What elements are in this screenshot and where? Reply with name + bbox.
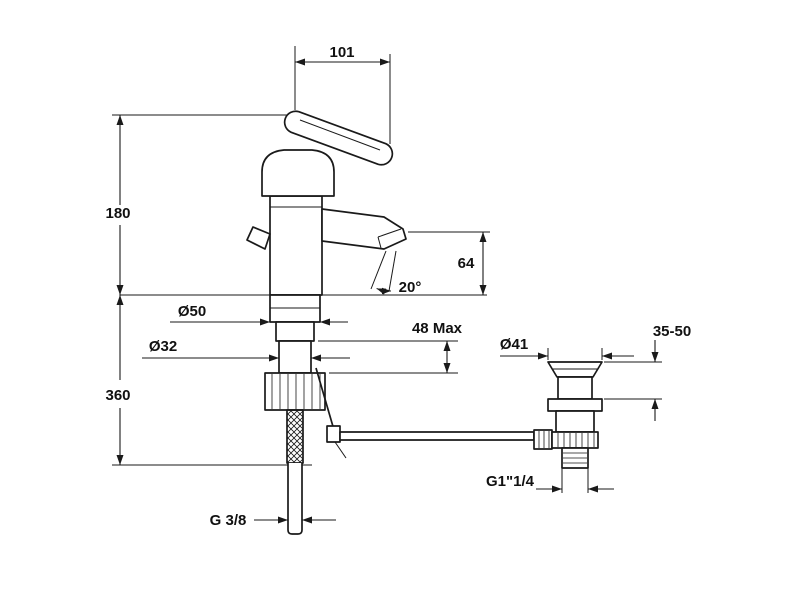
arc-arrow-right [382, 287, 391, 295]
popup-linkage [315, 367, 535, 459]
braided-stud [286, 409, 304, 464]
mounting-nut [264, 372, 326, 411]
nut-knurl-lines [271, 374, 321, 409]
drain-locknut [551, 431, 599, 449]
dim-label-waste-deck-thickness: 35-50 [653, 323, 691, 340]
horizontal-rod [339, 431, 535, 441]
dim-label-shank-diameter: Ø32 [149, 338, 177, 355]
tailpiece-thread-lines [563, 452, 587, 464]
dim-label-deck-thickness-max: 48 Max [412, 320, 463, 337]
rod-clamp [326, 425, 341, 443]
dim-label-waste-flange-diameter: Ø41 [500, 336, 528, 353]
locknut-knurl-lines [557, 433, 595, 447]
dim-label-base-diameter: Ø50 [178, 303, 206, 320]
dim-label-supply-thread: G 3/8 [210, 512, 247, 529]
tab-knurl-lines [538, 431, 550, 448]
base-gasket [275, 321, 315, 342]
popup-knob [246, 226, 271, 250]
faucet-body [269, 195, 323, 296]
popup-rod-diagonal [315, 367, 335, 431]
spout [321, 208, 407, 250]
dim-label-height-above-deck: 180 [105, 205, 130, 222]
threaded-shank [278, 340, 312, 374]
drain-outline [533, 361, 603, 469]
drain-body [555, 410, 595, 433]
faucet-outline [246, 110, 407, 535]
dim-label-waste-thread: G1"1/4 [486, 473, 535, 490]
dim-label-spout-projection: 101 [329, 44, 354, 61]
supply-hose [287, 463, 303, 535]
cartridge-dome [261, 149, 335, 197]
dimensions: 101 180 360 64 20° Ø50 Ø32 48 Max [103, 42, 693, 531]
dim-label-spray-angle: 20° [399, 279, 422, 296]
drain-wide-flange [547, 398, 603, 412]
dim-label-under-deck-height: 360 [105, 387, 130, 404]
dim-label-aerator-to-deck: 64 [458, 255, 475, 272]
drain-neck [557, 376, 593, 400]
